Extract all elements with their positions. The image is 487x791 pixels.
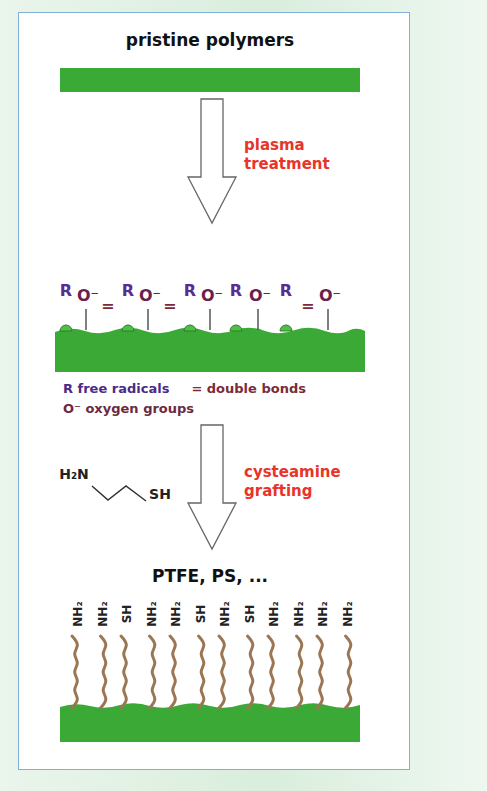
end-group: NH₂: [340, 601, 356, 626]
cysteamine-chain: [72, 636, 77, 708]
step-label: plasma treatment: [244, 136, 364, 174]
cysteamine-chain: [101, 636, 106, 708]
step-label: cysteamine grafting: [244, 463, 364, 501]
cysteamine-chain: [199, 636, 204, 708]
radical-bump: [280, 325, 292, 331]
node-heading: pristine polymers: [60, 30, 360, 50]
oxygen-bond: [327, 309, 329, 330]
cysteamine-chain: [219, 636, 224, 708]
end-group: NH₂: [315, 601, 331, 626]
legend-text: R free radicals: [63, 379, 169, 399]
surface-group: R: [230, 283, 242, 299]
surface-group: =: [301, 298, 314, 314]
polymer-surface: pristine polymers: [60, 30, 360, 96]
surface-group: R: [280, 283, 292, 299]
oxygen-bond: [85, 309, 87, 330]
cysteamine-chain: [317, 636, 322, 708]
surface-group: R: [60, 283, 72, 299]
atom-label: SH: [149, 486, 171, 502]
end-group: NH₂: [291, 601, 307, 626]
treated-bar: [55, 328, 365, 372]
cysteamine-chain: [268, 636, 273, 708]
end-group: NH₂: [217, 601, 233, 626]
legend-text: O⁻ oxygen groups: [63, 399, 365, 419]
end-group: NH₂: [70, 601, 86, 626]
block-arrow: [188, 99, 236, 223]
surface-group: R: [184, 283, 196, 299]
end-group: NH₂: [144, 601, 160, 626]
cysteamine-chain: [297, 636, 302, 708]
treated-surface: R free radicals = double bondsO⁻ oxygen g…: [55, 226, 365, 422]
end-group: NH₂: [266, 601, 282, 626]
radical-bump: [184, 325, 196, 331]
cysteamine-chain: [248, 636, 253, 708]
end-group: NH₂: [168, 601, 184, 626]
cysteamine-chain: [346, 636, 351, 708]
polymer-surface: PTFE, PS, ...: [60, 552, 360, 742]
surface-group: =: [101, 298, 114, 314]
oxygen-bond: [147, 309, 149, 330]
surface-group: R: [122, 283, 134, 299]
end-group: NH₂: [95, 601, 111, 626]
radical-bump: [122, 325, 134, 331]
end-group: SH: [119, 605, 135, 624]
node-heading: PTFE, PS, ...: [60, 566, 360, 586]
surface-group: O⁻: [201, 288, 223, 304]
end-group: SH: [193, 605, 209, 624]
cysteamine-chain: [150, 636, 155, 708]
oxygen-bond: [209, 309, 211, 330]
surface-group: O⁻: [249, 288, 271, 304]
radical-bump: [230, 325, 242, 331]
block-arrow: [188, 425, 236, 549]
atom-label: H₂N: [59, 466, 89, 482]
surface-group: =: [163, 298, 176, 314]
cysteamine-chain: [121, 636, 126, 708]
cysteamine-chain: [170, 636, 175, 708]
surface-group: O⁻: [139, 288, 161, 304]
end-group: SH: [242, 605, 258, 624]
radical-bump: [60, 325, 72, 331]
grafted-bar: [60, 703, 360, 742]
molecule-bonds: [92, 486, 146, 501]
surface-group: O⁻: [319, 288, 341, 304]
oxygen-bond: [257, 309, 259, 330]
surface-group: O⁻: [77, 288, 99, 304]
polymer-bar: [60, 68, 360, 92]
legend-text: = double bonds: [191, 379, 306, 399]
